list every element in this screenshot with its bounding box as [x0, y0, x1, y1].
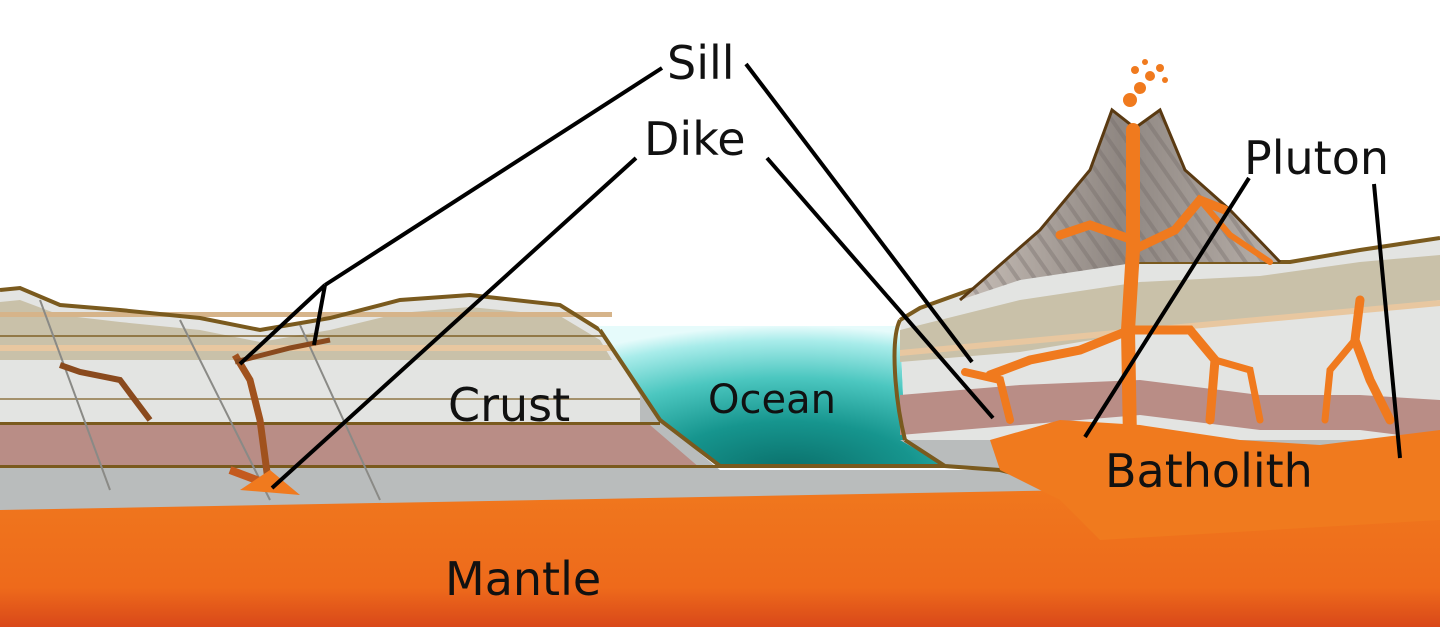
right-intrusions: [961, 123, 1395, 447]
label-sill: Sill: [667, 36, 735, 90]
label-batholith: Batholith: [1105, 444, 1313, 498]
left-magma-rise: [240, 470, 300, 495]
batholith-body: [990, 420, 1440, 540]
ocean-body: [598, 326, 945, 466]
label-pluton: Pluton: [1244, 131, 1390, 185]
left-crust-strata: [0, 285, 1080, 510]
label-ocean: Ocean: [708, 377, 836, 423]
label-mantle: Mantle: [445, 552, 602, 606]
label-crust: Crust: [448, 378, 571, 432]
leader-lines: [238, 62, 1402, 490]
label-dike: Dike: [644, 112, 746, 166]
